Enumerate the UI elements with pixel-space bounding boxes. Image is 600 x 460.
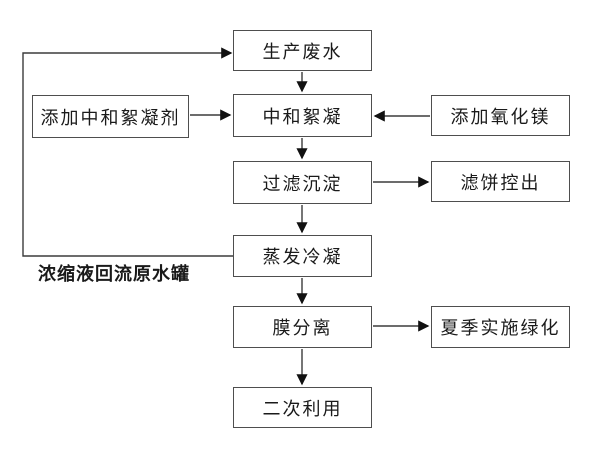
node-production-wastewater: 生产废水 [233, 30, 372, 71]
node-label: 膜分离 [272, 318, 333, 339]
node-summer-greening: 夏季实施绿化 [431, 306, 570, 348]
node-label: 过滤沉淀 [262, 173, 343, 195]
arrow-evaporation-to-production-recycle [22, 47, 233, 257]
node-label: 添加氧化镁 [450, 106, 551, 128]
node-neutralization-flocculation: 中和絮凝 [233, 94, 372, 137]
node-label: 夏季实施绿化 [440, 318, 561, 339]
node-label: 二次利用 [262, 398, 343, 420]
node-add-magnesium-oxide: 添加氧化镁 [431, 95, 570, 136]
node-label: 中和絮凝 [262, 106, 343, 128]
node-label: 滤饼控出 [460, 172, 541, 194]
node-filtration-sedimentation: 过滤沉淀 [233, 161, 372, 204]
label-concentrate-return: 浓缩液回流原水罐 [38, 264, 190, 285]
node-label: 添加中和絮凝剂 [40, 107, 181, 129]
node-evaporation-condensation: 蒸发冷凝 [233, 235, 372, 277]
node-secondary-use: 二次利用 [233, 387, 372, 428]
node-label: 蒸发冷凝 [262, 247, 343, 268]
node-label: 生产废水 [262, 41, 343, 63]
node-membrane-separation: 膜分离 [233, 306, 372, 348]
node-add-neutralizing-flocculant: 添加中和絮凝剂 [32, 95, 189, 138]
node-filter-cake-discharge: 滤饼控出 [431, 161, 570, 202]
